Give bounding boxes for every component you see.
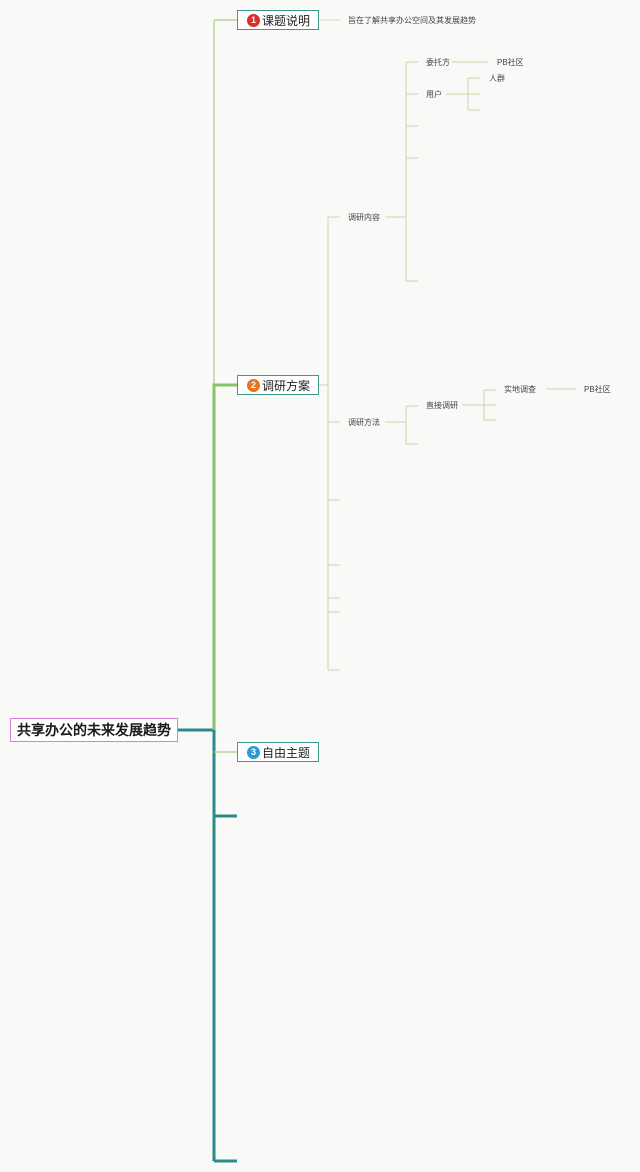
root-trunk-lines bbox=[178, 728, 237, 1163]
topic-course-description[interactable]: 1 课题说明 bbox=[237, 10, 320, 30]
node-research-method[interactable]: 调研方法 bbox=[348, 418, 380, 427]
note-course-description[interactable]: 旨在了解共享办公空间及其发展趋势 bbox=[348, 16, 476, 25]
research-plan-subtree-lines bbox=[312, 61, 576, 671]
badge-number-2: 2 bbox=[247, 378, 260, 392]
branch-line-research-plan bbox=[212, 383, 237, 730]
root-topic-label: 共享办公的未来发展趋势 bbox=[17, 722, 171, 738]
badge-number-3: 3 bbox=[247, 745, 260, 759]
topic-free-topic[interactable]: 3 自由主题 bbox=[237, 742, 320, 762]
node-field-survey[interactable]: 实地调查 bbox=[504, 385, 536, 394]
topic-research-plan[interactable]: 2 调研方案 bbox=[237, 375, 320, 395]
topic-label: 调研方案 bbox=[262, 378, 311, 393]
topic-label: 课题说明 bbox=[262, 13, 311, 28]
node-client[interactable]: 委托方 bbox=[426, 58, 450, 67]
node-user[interactable]: 用户 bbox=[426, 90, 442, 99]
node-research-content[interactable]: 调研内容 bbox=[348, 213, 380, 222]
node-direct-research[interactable]: 直接调研 bbox=[426, 401, 458, 410]
node-user-crowd[interactable]: 人群 bbox=[489, 74, 505, 83]
root-topic[interactable]: 共享办公的未来发展趋势 bbox=[10, 718, 178, 742]
node-client-value[interactable]: PB社区 bbox=[497, 58, 524, 67]
badge-number-1: 1 bbox=[247, 13, 260, 27]
topic-label: 自由主题 bbox=[262, 745, 311, 760]
node-field-survey-value[interactable]: PB社区 bbox=[584, 385, 611, 394]
